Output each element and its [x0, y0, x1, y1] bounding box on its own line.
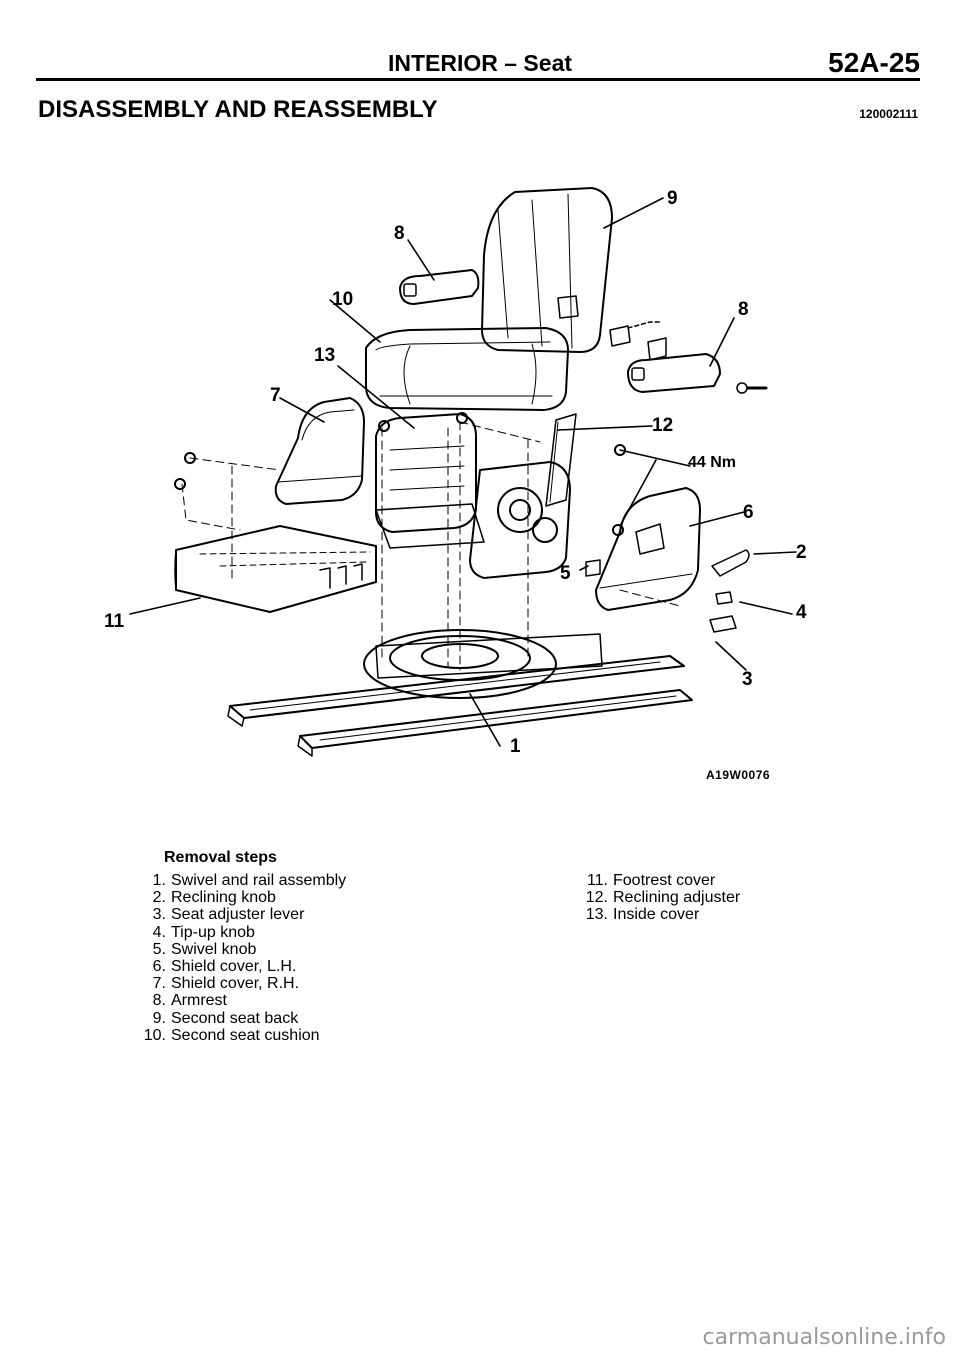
removal-steps-right-column: 11.Footrest cover 12.Reclining adjuster …: [580, 872, 740, 924]
seat-exploded-diagram: [129, 187, 797, 757]
bolt-parts: [174, 412, 626, 536]
callout-7: 7: [270, 385, 281, 406]
list-item: 4.Tip-up knob: [152, 923, 255, 941]
alignment-lines: [181, 421, 681, 671]
armrest-right-part: [627, 353, 768, 394]
callout-2: 2: [796, 542, 807, 563]
removal-steps-left-column: 1.Swivel and rail assembly 2.Reclining k…: [138, 872, 346, 1044]
watermark: carmanualsonline.info: [702, 1325, 946, 1350]
armrest-left-part: [399, 269, 480, 305]
knob-parts: [585, 549, 750, 633]
callout-4: 4: [796, 602, 807, 623]
shield-cover-lh-part: [595, 487, 701, 611]
list-item: 5.Swivel knob: [152, 940, 257, 958]
list-item: 9.Second seat back: [152, 1009, 299, 1027]
page-number: 52A-25: [828, 47, 920, 78]
back-hinge-part: [609, 321, 667, 361]
seat-back-part: [481, 187, 613, 353]
list-item: 10.Second seat cushion: [143, 1026, 320, 1044]
removal-steps-title: Removal steps: [164, 849, 277, 866]
reclining-adjuster-part: [469, 413, 577, 579]
callout-12: 12: [652, 415, 674, 436]
figure-code: A19W0076: [706, 768, 771, 782]
shield-cover-rh-part: [274, 397, 365, 505]
callout-8-right: 8: [738, 299, 749, 320]
callout-5: 5: [560, 563, 571, 584]
callout-torque: 44 Nm: [688, 454, 737, 471]
callout-13: 13: [314, 345, 336, 366]
callout-1: 1: [510, 736, 521, 757]
callout-8-left: 8: [394, 223, 405, 244]
list-item: 6.Shield cover, L.H.: [152, 958, 297, 976]
list-item: 3.Seat adjuster lever: [152, 906, 305, 924]
callout-10: 10: [332, 289, 354, 310]
document-code: 120002111: [859, 107, 918, 121]
list-item: 13.Inside cover: [585, 906, 700, 924]
list-item: 11.Footrest cover: [586, 872, 716, 889]
list-item: 1.Swivel and rail assembly: [152, 872, 347, 889]
list-item: 8.Armrest: [152, 992, 227, 1010]
list-item: 2.Reclining knob: [152, 889, 276, 907]
list-item: 12.Reclining adjuster: [585, 889, 741, 907]
header-rule: [36, 78, 920, 81]
callout-6: 6: [743, 502, 754, 523]
callout-9: 9: [667, 188, 678, 209]
list-item: 7.Shield cover, R.H.: [152, 975, 300, 993]
callout-3: 3: [742, 669, 753, 690]
leader-lines: [129, 197, 797, 747]
callout-11: 11: [104, 611, 125, 632]
seat-frame-part: [375, 413, 485, 549]
seat-cushion-part: [365, 327, 569, 411]
footrest-cover-part: [174, 525, 377, 613]
section-heading: DISASSEMBLY AND REASSEMBLY: [38, 96, 438, 123]
header-title: INTERIOR – Seat: [387, 50, 573, 76]
